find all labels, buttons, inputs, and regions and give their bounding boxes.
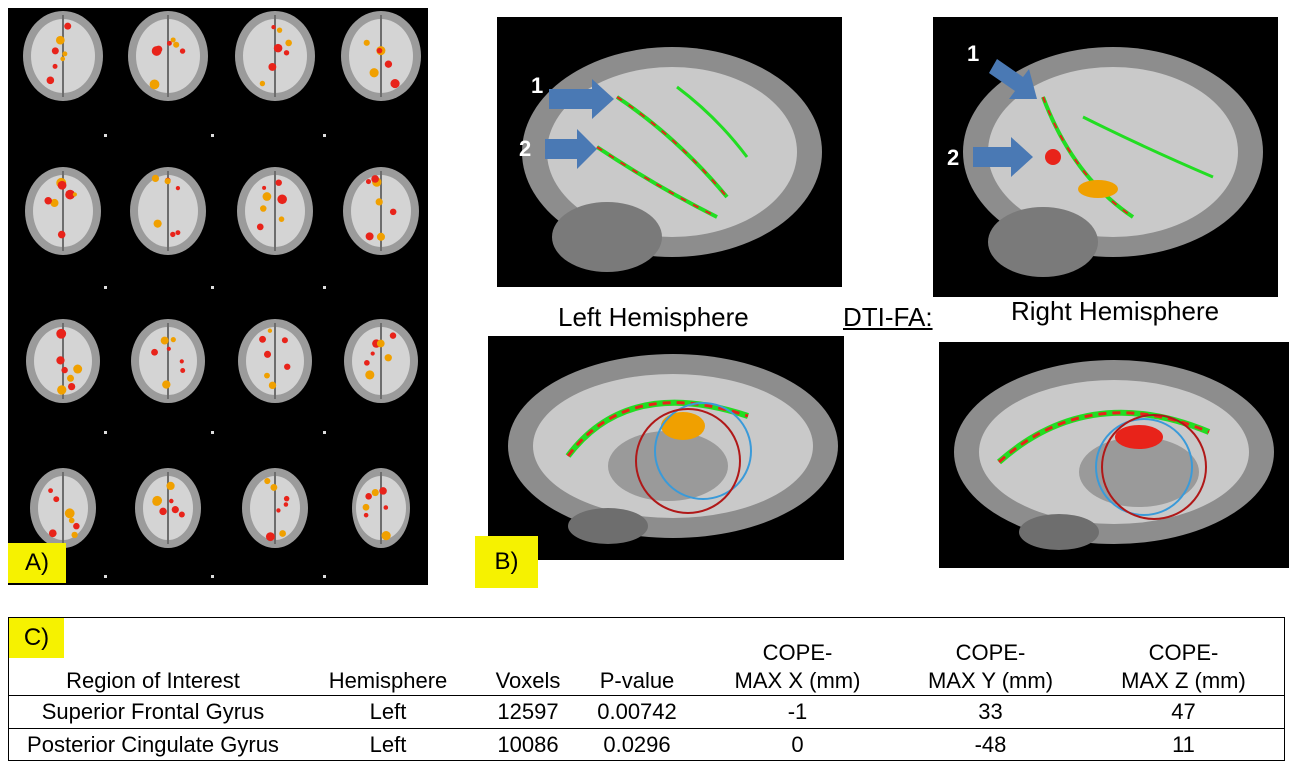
arrow-label-1-right: 1	[967, 41, 980, 66]
axial-slice	[237, 167, 313, 255]
grid-marker-dot	[323, 134, 326, 137]
grid-marker-dot	[104, 575, 107, 578]
axial-slice	[235, 11, 315, 101]
axial-slice	[130, 167, 206, 255]
header-cope-z: COPE- MAX Z (mm)	[1121, 640, 1246, 693]
grid-marker-dot	[323, 575, 326, 578]
cell-cope-y: -48	[899, 728, 1082, 761]
left-medial-view: B)	[475, 336, 844, 588]
axial-slice	[131, 319, 205, 403]
header-cope-x: COPE- MAX X (mm)	[734, 640, 861, 693]
header-hemisphere: Hemisphere	[328, 668, 448, 693]
table-row: Posterior Cingulate Gyrus Left 10086 0.0…	[8, 728, 1285, 761]
right-lateral-brain-image	[963, 47, 1263, 277]
table-header-row: Region of Interest Hemisphere Voxels P-v…	[8, 617, 1285, 696]
right-lateral-view: 1 2	[933, 17, 1278, 297]
arrow-label-2-right: 2	[947, 145, 960, 170]
panel-b-label: B)	[475, 536, 538, 588]
cell-region: Posterior Cingulate Gyrus	[8, 728, 298, 761]
cell-cope-z: 11	[1082, 728, 1285, 761]
grid-marker-dot	[323, 286, 326, 289]
axial-slice	[128, 11, 208, 101]
right-medial-brain-image	[954, 360, 1274, 550]
axial-slice	[352, 468, 410, 548]
arrow-label-2: 2	[519, 136, 532, 161]
cell-pvalue: 0.0296	[578, 728, 696, 761]
axial-slice	[23, 11, 103, 101]
axial-slice	[135, 468, 201, 548]
cell-voxels: 12597	[478, 695, 578, 729]
panel-a-label: A)	[8, 543, 66, 583]
grid-marker-dot	[211, 431, 214, 434]
cell-region: Superior Frontal Gyrus	[8, 695, 298, 729]
panel-c-label: C)	[9, 618, 64, 658]
grid-marker-dot	[104, 134, 107, 137]
axial-slice	[343, 167, 419, 255]
grid-marker-dot	[211, 575, 214, 578]
header-voxels: Voxels	[495, 668, 561, 693]
header-cope-y: COPE- MAX Y (mm)	[927, 640, 1054, 693]
grid-marker-dot	[104, 286, 107, 289]
right-medial-view	[939, 342, 1289, 568]
roi-table: Region of Interest Hemisphere Voxels P-v…	[8, 617, 1285, 761]
arrow-label-1: 1	[531, 73, 544, 98]
cell-voxels: 10086	[478, 728, 578, 761]
header-pvalue: P-value	[599, 668, 675, 693]
grid-marker-dot	[211, 134, 214, 137]
left-medial-brain-image	[508, 354, 838, 544]
axial-slice	[242, 468, 308, 548]
cell-cope-x: 0	[696, 728, 899, 761]
grid-marker-dot	[104, 431, 107, 434]
grid-marker-dot	[323, 431, 326, 434]
cell-cope-z: 47	[1082, 695, 1285, 729]
cell-hemisphere: Left	[298, 728, 478, 761]
axial-slice	[238, 319, 312, 403]
axial-slice	[344, 319, 418, 403]
header-region: Region of Interest	[66, 668, 240, 693]
table-row: Superior Frontal Gyrus Left 12597 0.0074…	[8, 695, 1285, 729]
axial-slice-panel: A)	[8, 8, 428, 585]
left-lateral-brain-image	[522, 47, 822, 272]
axial-slice	[26, 319, 100, 403]
cell-pvalue: 0.00742	[578, 695, 696, 729]
cell-cope-x: -1	[696, 695, 899, 729]
cell-hemisphere: Left	[298, 695, 478, 729]
axial-slice-grid	[23, 11, 421, 578]
axial-slice	[25, 167, 101, 255]
axial-slice	[30, 468, 96, 548]
dti-fa-caption: DTI-FA:	[843, 302, 933, 332]
right-hemisphere-caption: Right Hemisphere	[1011, 296, 1220, 326]
left-lateral-view: 1 2	[497, 17, 842, 287]
grid-marker-dot	[211, 286, 214, 289]
axial-slice	[341, 11, 421, 101]
left-hemisphere-caption: Left Hemisphere	[558, 302, 749, 332]
cell-cope-y: 33	[899, 695, 1082, 729]
